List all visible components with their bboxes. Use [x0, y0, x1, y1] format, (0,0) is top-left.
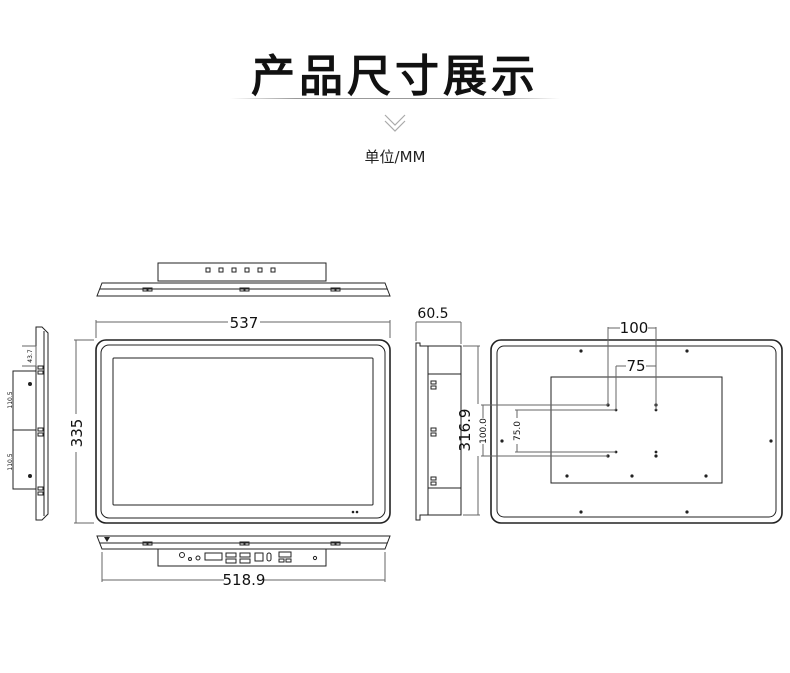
dim-text-vesa-inner: 75: [626, 357, 645, 375]
dim-side-depth: [415, 321, 462, 344]
dim-text-left-small-mid: 110.5: [7, 391, 14, 408]
dim-text-bottom-width: 518.9: [223, 571, 266, 589]
dim-vesa: [481, 327, 657, 457]
dim-front-width: [95, 320, 391, 338]
arrow-marker: [104, 537, 110, 542]
dim-text-vesa-outer: 100: [620, 319, 649, 337]
dim-text-side-depth: 60.5: [417, 306, 448, 322]
unit-label: 单位/MM: [364, 148, 426, 166]
back-view: [490, 339, 783, 524]
side-view: [415, 342, 462, 521]
page-title: 产品尺寸展示: [251, 51, 539, 102]
dim-text-front-height: 335: [68, 419, 86, 448]
title-divider: [230, 98, 560, 99]
dim-text-left-small-top: 43.7: [27, 349, 34, 363]
dim-text-vesa-outer-v: 100.0: [479, 418, 489, 444]
dim-left-small: [22, 345, 37, 367]
left-side-view: [12, 326, 49, 521]
front-view: [95, 339, 391, 524]
chevron-down-icon: [384, 114, 406, 132]
dim-front-height: [74, 339, 94, 524]
dim-text-front-width: 537: [230, 314, 259, 332]
dim-text-left-small-bot: 110.5: [7, 453, 14, 470]
bottom-view: [96, 535, 391, 567]
dim-text-vesa-inner-v: 75.0: [513, 421, 523, 441]
dim-bottom-width: [101, 552, 386, 582]
dim-text-side-height: 316.9: [456, 409, 474, 452]
dim-side-height: [463, 345, 480, 516]
top-view: [96, 262, 391, 297]
